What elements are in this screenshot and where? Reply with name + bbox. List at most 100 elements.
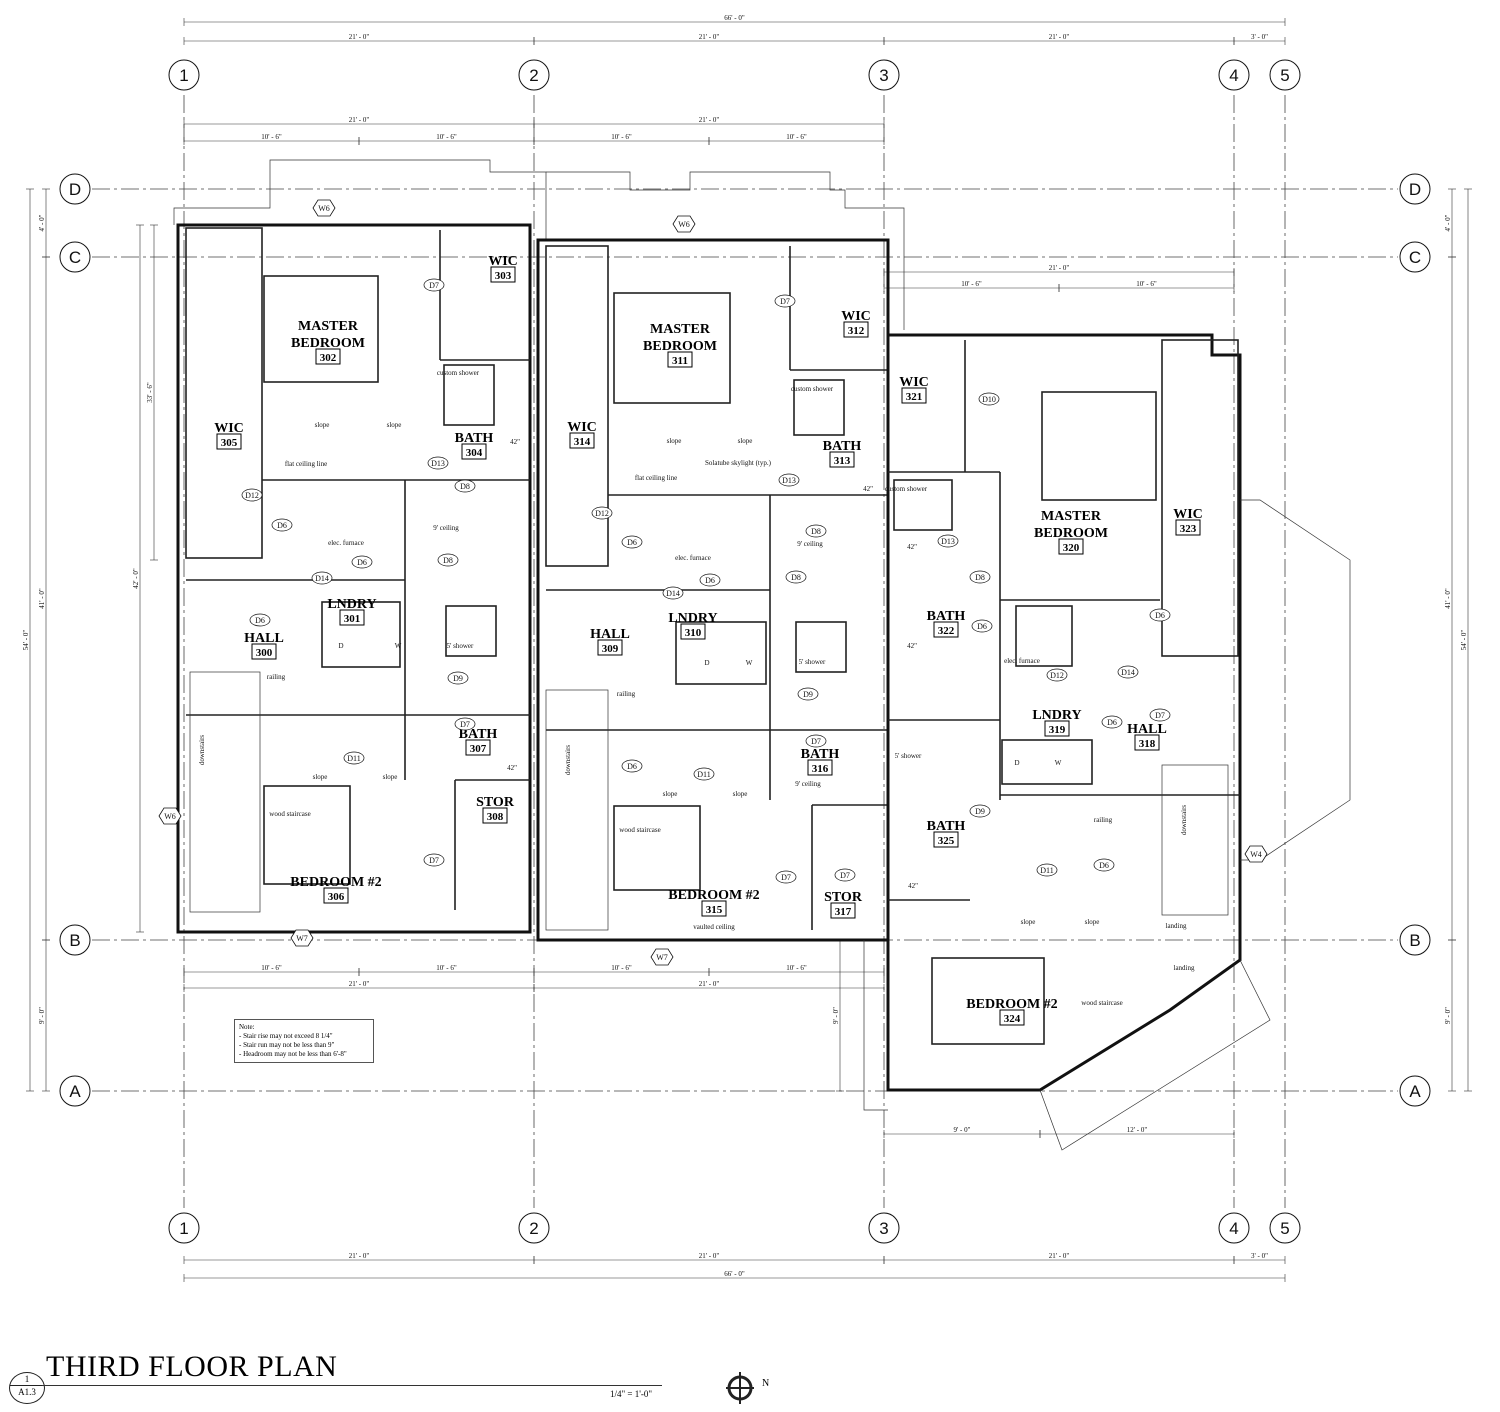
door-tag-label: D6 bbox=[1107, 718, 1117, 727]
dimension-text: 4' - 0" bbox=[1444, 214, 1452, 231]
room-number-box bbox=[461, 443, 487, 460]
grid-bubble-label: A bbox=[1409, 1082, 1421, 1101]
room-number-box bbox=[701, 900, 727, 917]
door-tag bbox=[1149, 608, 1171, 622]
door-tag-label: D6 bbox=[627, 762, 637, 771]
room-number: 305 bbox=[221, 437, 238, 449]
room-number: 306 bbox=[328, 891, 345, 903]
room-name: WIC bbox=[1173, 507, 1203, 522]
door-tag bbox=[343, 751, 365, 765]
annotation-custom-shower: custom shower bbox=[885, 485, 928, 493]
door-tag-label: D12 bbox=[245, 491, 259, 500]
dimension-text: 10' - 6" bbox=[1136, 280, 1157, 288]
annotation-washer: W bbox=[1055, 759, 1062, 767]
room-number: 301 bbox=[344, 613, 361, 625]
grid-bubble-label: 1 bbox=[179, 1219, 188, 1238]
room-number-box bbox=[830, 902, 856, 919]
note-line: - Stair rise may not exceed 8 1/4" bbox=[239, 1032, 333, 1040]
grid-bubble bbox=[168, 1212, 200, 1244]
annotation-railing: railing bbox=[1094, 816, 1113, 824]
room-name: BEDROOM #2 bbox=[290, 875, 381, 890]
grid-bubble-label: 3 bbox=[879, 66, 888, 85]
door-tag bbox=[978, 392, 1000, 406]
door-tag bbox=[775, 870, 797, 884]
room-number: 313 bbox=[834, 455, 851, 467]
room-name: MASTER bbox=[1041, 509, 1102, 524]
room-number: 303 bbox=[495, 270, 512, 282]
door-tag-label: D14 bbox=[315, 574, 329, 583]
dimension-text: 10' - 6" bbox=[961, 280, 982, 288]
room-number: 317 bbox=[835, 906, 852, 918]
door-tag-label: D11 bbox=[697, 770, 710, 779]
dimension-text: 3' - 0" bbox=[1251, 33, 1268, 41]
door-tag-label: D6 bbox=[277, 521, 287, 530]
annotation-elec-furnace: elec. furnace bbox=[328, 539, 364, 547]
window-tag-label: W7 bbox=[656, 953, 668, 962]
room-number-box bbox=[569, 432, 595, 449]
dimension-text: 54' - 0" bbox=[22, 630, 30, 651]
room-number: 310 bbox=[685, 627, 702, 639]
dimension-text: 21' - 0" bbox=[349, 116, 370, 124]
room-name: BATH bbox=[927, 819, 966, 834]
room-number-box bbox=[216, 433, 242, 450]
room-number: 316 bbox=[812, 763, 829, 775]
annotation-shower: 5' shower bbox=[799, 658, 826, 666]
annotation-downstairs: downstairs bbox=[198, 735, 206, 766]
sheet-ref: A1.3 bbox=[18, 1387, 36, 1397]
room-number: 318 bbox=[1139, 738, 1156, 750]
door-tag bbox=[774, 294, 796, 308]
title-underline bbox=[42, 1385, 662, 1386]
annotation-slope: slope bbox=[315, 421, 330, 429]
north-arrow-icon bbox=[726, 1372, 754, 1404]
note-line: - Headroom may not be less than 6'-8" bbox=[239, 1050, 347, 1058]
drawing-scale: 1/4" = 1'-0" bbox=[610, 1389, 653, 1399]
annotation-ceiling-9: 9' ceiling bbox=[795, 780, 821, 788]
room-name: WIC bbox=[567, 420, 597, 435]
grid-bubble-label: A bbox=[69, 1082, 81, 1101]
door-tag-label: D10 bbox=[982, 395, 996, 404]
door-tag-label: D11 bbox=[1040, 866, 1053, 875]
annotation-slope: slope bbox=[733, 790, 748, 798]
dimension-text: 21' - 0" bbox=[349, 1252, 370, 1260]
annotation-elec-furnace: elec. furnace bbox=[1004, 657, 1040, 665]
door-tag bbox=[311, 571, 333, 585]
north-label: N bbox=[762, 1378, 770, 1389]
door-tag-label: D9 bbox=[975, 807, 985, 816]
door-tag bbox=[969, 570, 991, 584]
grid-bubble bbox=[1399, 241, 1431, 273]
grid-bubble-label: 3 bbox=[879, 1219, 888, 1238]
door-tag-label: D7 bbox=[780, 297, 790, 306]
grid-bubble-label: 4 bbox=[1229, 1219, 1238, 1238]
room-number-box bbox=[315, 348, 341, 365]
annotation-custom-shower: custom shower bbox=[791, 385, 834, 393]
door-tag-label: D7 bbox=[781, 873, 791, 882]
room-number: 304 bbox=[466, 447, 483, 459]
door-tag bbox=[454, 479, 476, 493]
door-tag bbox=[271, 518, 293, 532]
dimension-text: 9' - 0" bbox=[38, 1007, 46, 1024]
door-tag-label: D6 bbox=[255, 616, 265, 625]
dimension-text: 12' - 0" bbox=[1127, 1126, 1148, 1134]
dimension-text: 10' - 6" bbox=[611, 964, 632, 972]
room-name: WIC bbox=[488, 254, 518, 269]
room-number: 323 bbox=[1180, 523, 1197, 535]
window-tag-label: W6 bbox=[678, 220, 690, 229]
annotation-slope: slope bbox=[383, 773, 398, 781]
door-tag bbox=[1036, 863, 1058, 877]
window-tag-label: W4 bbox=[1250, 850, 1262, 859]
door-tag bbox=[1093, 858, 1115, 872]
dimension-text: 21' - 0" bbox=[349, 33, 370, 41]
annotation-vanity: 42" bbox=[510, 438, 520, 446]
door-tag-label: D8 bbox=[791, 573, 801, 582]
door-tag-label: D13 bbox=[782, 476, 796, 485]
door-tag-label: D6 bbox=[1155, 611, 1165, 620]
room-name: BEDROOM bbox=[643, 339, 717, 354]
door-tag bbox=[797, 687, 819, 701]
annotation-railing: railing bbox=[267, 673, 286, 681]
room-name: LNDRY bbox=[327, 597, 376, 612]
room-number-box bbox=[901, 387, 927, 404]
dimension-text: 9' - 0" bbox=[1444, 1007, 1452, 1024]
grid-bubble bbox=[518, 59, 550, 91]
room-name: WIC bbox=[841, 309, 871, 324]
